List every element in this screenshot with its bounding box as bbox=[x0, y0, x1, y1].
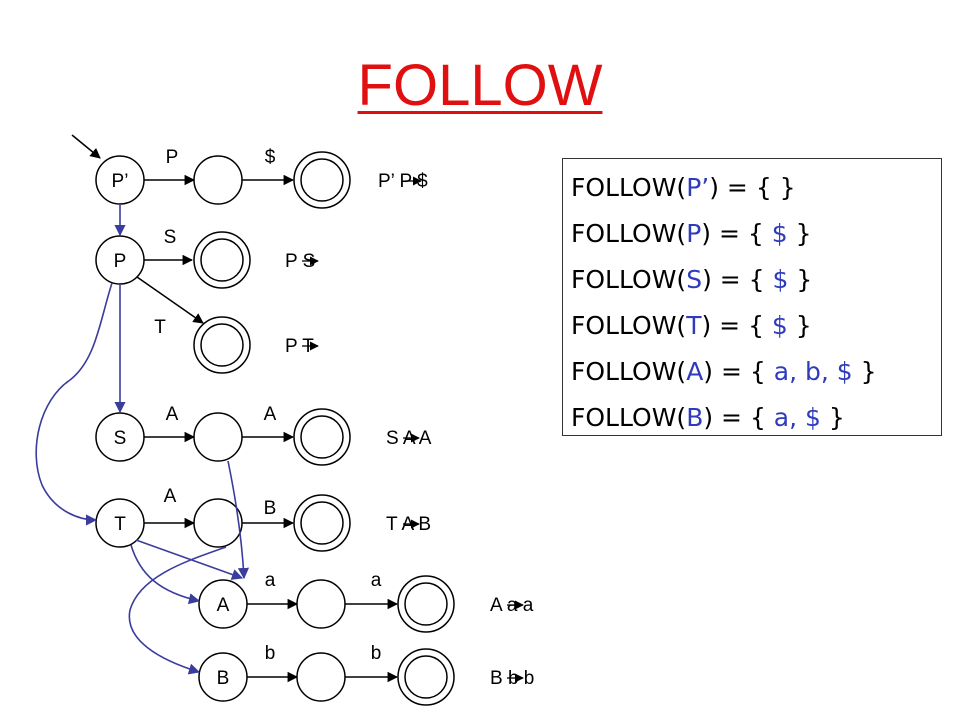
state-pprime-label: P’ bbox=[112, 171, 129, 192]
edge-label-s-2: A bbox=[264, 404, 277, 425]
title-text: FOLLOW bbox=[357, 53, 603, 118]
state-s-final-inner bbox=[300, 415, 344, 459]
edge-label-s-1: A bbox=[166, 404, 179, 425]
production-pt: P T bbox=[285, 336, 314, 357]
follow-set-line: FOLLOW(S) = { $ } bbox=[571, 257, 941, 303]
state-b-mid bbox=[296, 652, 346, 702]
follow-mid: ) = { bbox=[709, 173, 780, 202]
edge-label-t-2: B bbox=[264, 498, 277, 519]
edge-label-a-1: a bbox=[265, 570, 276, 591]
state-t-label: T bbox=[114, 514, 126, 535]
follow-set-line: FOLLOW(B) = { a, $ } bbox=[571, 395, 941, 441]
state-t-mid bbox=[193, 498, 243, 548]
state-pprime-mid bbox=[193, 155, 243, 205]
edge-label-t-1: A bbox=[164, 486, 177, 507]
follow-set-line: FOLLOW(A) = { a, b, $ } bbox=[571, 349, 941, 395]
edge-label-a-2: a bbox=[371, 570, 382, 591]
edge-label-b-1: b bbox=[265, 643, 276, 664]
follow-suffix: } bbox=[788, 265, 813, 294]
follow-mid: ) = { bbox=[702, 265, 773, 294]
follow-mid: ) = { bbox=[701, 219, 772, 248]
state-s-mid bbox=[193, 412, 243, 462]
state-p-label: P bbox=[114, 251, 127, 272]
follow-set-line: FOLLOW(P) = { $ } bbox=[571, 211, 941, 257]
page-title: FOLLOW bbox=[0, 52, 960, 122]
edge-label-p-s: S bbox=[164, 227, 177, 248]
follow-mid: ) = { bbox=[701, 311, 772, 340]
state-t-final-inner bbox=[300, 501, 344, 545]
edge-label-pprime-2: $ bbox=[265, 147, 276, 168]
production-ps: P S bbox=[285, 251, 315, 272]
follow-sets-box: FOLLOW(P’) = { }FOLLOW(P) = { $ }FOLLOW(… bbox=[562, 158, 942, 436]
edge-label-pprime-1: P bbox=[166, 147, 179, 168]
follow-mid: ) = { bbox=[703, 403, 774, 432]
production-pprime-text: P’ P $ bbox=[378, 171, 428, 192]
follow-link-tmid-b bbox=[128, 546, 227, 675]
follow-prefix: FOLLOW( bbox=[571, 265, 687, 294]
follow-symbols: a, $ bbox=[773, 403, 821, 432]
state-p-final-s-inner bbox=[200, 238, 244, 282]
follow-nonterminal: T bbox=[686, 311, 702, 340]
follow-nonterminal: B bbox=[686, 403, 704, 432]
state-p-final-t-inner bbox=[200, 323, 244, 367]
follow-prefix: FOLLOW( bbox=[571, 357, 687, 386]
state-a-mid bbox=[296, 579, 346, 629]
follow-suffix: } bbox=[820, 403, 845, 432]
state-s-label: S bbox=[114, 428, 127, 449]
state-a-label: A bbox=[217, 595, 230, 616]
follow-symbols: $ bbox=[772, 265, 789, 294]
follow-nonterminal: S bbox=[686, 265, 703, 294]
state-pprime-final-inner bbox=[300, 158, 344, 202]
start-arrow bbox=[71, 134, 101, 159]
follow-suffix: } bbox=[787, 311, 812, 340]
follow-prefix: FOLLOW( bbox=[571, 219, 687, 248]
follow-suffix: } bbox=[852, 357, 877, 386]
follow-set-line: FOLLOW(P’) = { } bbox=[571, 165, 941, 211]
edge-label-p-t: T bbox=[154, 317, 166, 338]
follow-link-s-a bbox=[227, 460, 250, 580]
follow-prefix: FOLLOW( bbox=[571, 311, 687, 340]
follow-symbols: a, b, $ bbox=[773, 357, 853, 386]
follow-nonterminal: P bbox=[686, 219, 702, 248]
follow-mid: ) = { bbox=[703, 357, 774, 386]
follow-nonterminal: P’ bbox=[686, 173, 710, 202]
follow-symbols: $ bbox=[771, 219, 788, 248]
follow-symbols: $ bbox=[771, 311, 788, 340]
follow-link-tmid-a bbox=[135, 539, 244, 580]
follow-nonterminal: A bbox=[686, 357, 704, 386]
state-b-label: B bbox=[217, 668, 230, 689]
follow-prefix: FOLLOW( bbox=[571, 173, 687, 202]
state-a-final-inner bbox=[404, 582, 448, 626]
state-b-final-inner bbox=[404, 655, 448, 699]
follow-link-p-t bbox=[35, 282, 113, 526]
follow-suffix: } bbox=[779, 173, 796, 202]
edge-label-b-2: b bbox=[371, 643, 382, 664]
follow-prefix: FOLLOW( bbox=[571, 403, 687, 432]
follow-link-t-a bbox=[130, 544, 201, 605]
follow-suffix: } bbox=[787, 219, 812, 248]
follow-set-line: FOLLOW(T) = { $ } bbox=[571, 303, 941, 349]
edge-p-t bbox=[136, 276, 204, 324]
production-pprime: P’ P $ bbox=[378, 171, 428, 192]
